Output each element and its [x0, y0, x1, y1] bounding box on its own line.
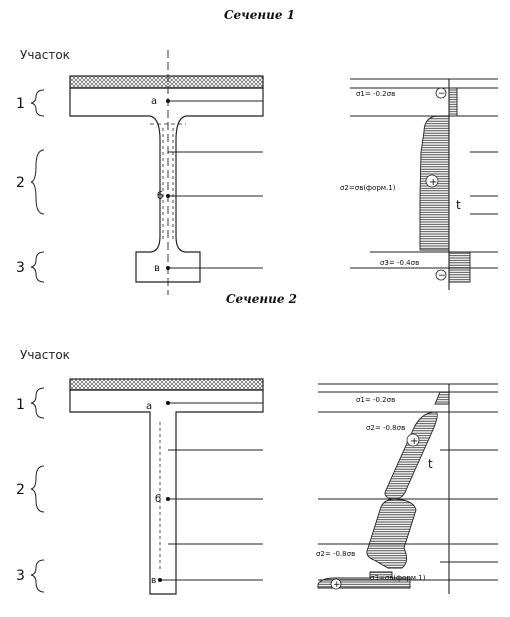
section2-stress-epure	[317, 383, 498, 594]
section2-sigma2-bottom-label: σ2= -0.8σв	[316, 550, 355, 558]
section2-zone-header: Участок	[20, 348, 70, 362]
section1-zone3-fill	[448, 251, 471, 283]
section2-zone-braces	[30, 387, 45, 593]
section1-zone3-sign: −	[438, 271, 446, 281]
section1-tee-outline	[69, 87, 264, 283]
section2-zone1-fill	[434, 391, 450, 405]
section1-zone-header: Участок	[20, 48, 70, 62]
section1-zone-3: 3	[16, 260, 25, 276]
section2-sigma3-label: σ3=σв(форм.1)	[370, 574, 426, 582]
section1-point-v	[166, 266, 170, 270]
section2-zone-3: 3	[16, 568, 25, 584]
section2-slab-hatch	[69, 378, 264, 391]
section2-zone3-sign: +	[333, 580, 341, 590]
section1-point-v-label: в	[154, 263, 160, 274]
section1-sigma2-label: σ2=σв(форм.1)	[340, 184, 396, 192]
section1-point-b-label: б	[157, 191, 163, 202]
section2-tee-outline	[69, 389, 264, 595]
section1-point-b	[166, 194, 170, 198]
section1-point-a	[166, 99, 170, 103]
section2-t-label: t	[428, 457, 433, 471]
section2-points	[158, 401, 170, 582]
section1-t-label: t	[456, 198, 461, 212]
section2-zone-1: 1	[16, 397, 25, 413]
section1-slab-hatch	[69, 75, 264, 89]
section2-beam	[69, 378, 264, 595]
section1-zone-1: 1	[16, 96, 25, 112]
section2-zone2-lower-fill	[366, 498, 417, 569]
section2-ref-lines	[160, 402, 263, 581]
section2-title: Сечение 2	[226, 292, 298, 306]
section1-ref-lines	[168, 100, 263, 269]
section2-point-a-label: а	[146, 401, 152, 412]
section2-point-v	[158, 578, 162, 582]
section1-zone-braces	[30, 89, 45, 283]
section1-zone1-sign: −	[438, 89, 446, 99]
section2-zone-2: 2	[16, 482, 25, 498]
section2-point-a	[166, 401, 170, 405]
section1-zone1-fill	[448, 87, 458, 117]
section1-zone2-sign: +	[429, 177, 437, 188]
section2-zone2-sign: +	[410, 436, 418, 447]
section2-point-b	[166, 497, 170, 501]
section2-sigma2-top-label: σ2= -0.8σв	[366, 424, 405, 432]
section1-title: Сечение 1	[224, 8, 296, 22]
section1-zone-2: 2	[16, 175, 25, 191]
section1-sigma3-label: σ3= -0.4σв	[380, 259, 419, 267]
section1-point-a-label: а	[151, 96, 157, 107]
section1-points	[166, 99, 170, 270]
section1-beam	[69, 50, 264, 295]
section2-point-v-label: в	[151, 576, 156, 586]
section2-point-b-label: б	[155, 494, 161, 505]
section2-sigma1-label: σ1= -0.2σв	[356, 396, 395, 404]
section1-sigma1-label: σ1= -0.2σв	[356, 90, 395, 98]
